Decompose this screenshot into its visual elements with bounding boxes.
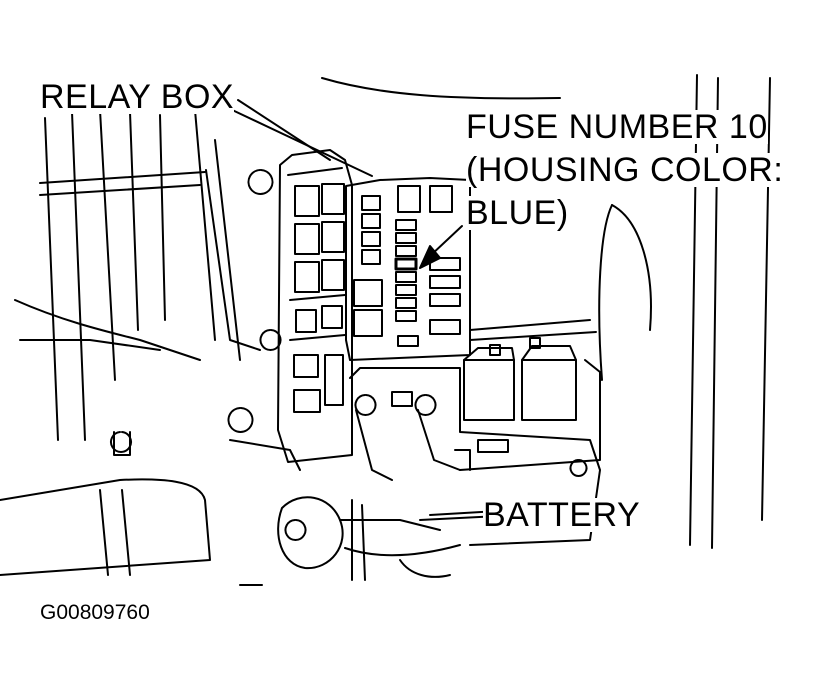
bracket [206,140,300,470]
figure-code: G00809760 [40,601,150,624]
battery-label: BATTERY [483,496,641,534]
fuse-number-10[interactable] [396,259,416,269]
fuse-label-line3: BLUE) [466,194,569,232]
terminal-clamp [240,497,460,585]
relay-box-label: RELAY BOX [40,78,235,116]
left-fender [0,110,215,575]
relay-cubes [460,320,600,470]
relay-box[interactable] [249,150,352,462]
fuse-block[interactable] [346,178,470,360]
fuse-label-line1: FUSE NUMBER 10 [466,108,768,146]
fuse-label-line2: (HOUSING COLOR: [466,151,784,189]
fuse-pointer-arrow [420,226,462,268]
